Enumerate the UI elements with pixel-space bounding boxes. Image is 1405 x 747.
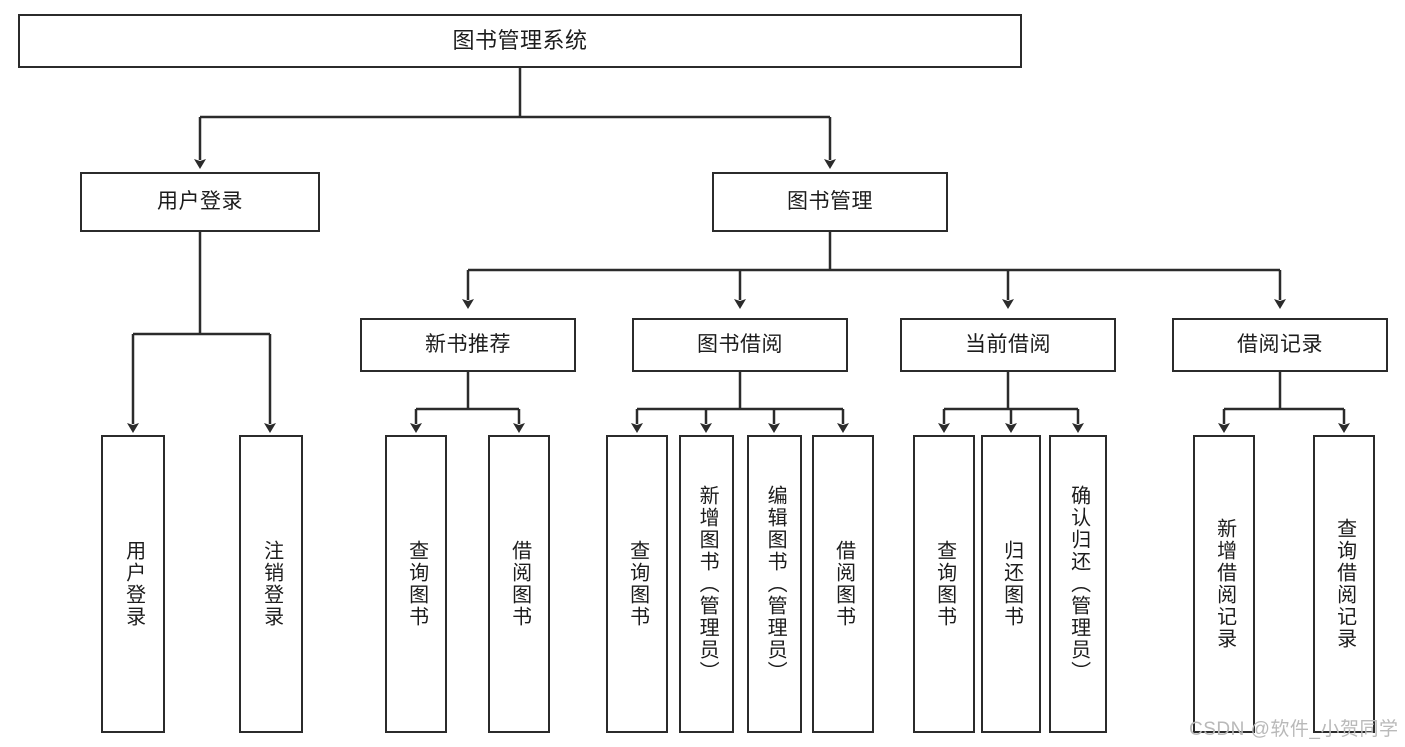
node-leaf-user-login[interactable]: 用户登录: [101, 435, 165, 733]
node-label: 图书管理: [787, 190, 873, 214]
node-current-borrow[interactable]: 当前借阅: [900, 318, 1116, 372]
node-label: 新增图书（管理员）: [696, 485, 719, 683]
node-label: 编辑图书（管理员）: [764, 485, 787, 683]
node-label: 图书管理系统: [452, 27, 588, 53]
node-leaf-query-book-current[interactable]: 查询图书: [913, 435, 975, 733]
node-leaf-query-book-recommend[interactable]: 查询图书: [385, 435, 447, 733]
node-leaf-logout[interactable]: 注销登录: [239, 435, 303, 733]
edge-group-root: [194, 68, 836, 169]
node-book-borrow[interactable]: 图书借阅: [632, 318, 848, 372]
node-leaf-return-book[interactable]: 归还图书: [981, 435, 1041, 733]
node-leaf-add-borrow-record[interactable]: 新增借阅记录: [1193, 435, 1255, 733]
node-leaf-edit-book-admin[interactable]: 编辑图书（管理员）: [747, 435, 802, 733]
edge-group-current-borrow: [938, 372, 1084, 433]
node-root-book-management-system[interactable]: 图书管理系统: [18, 14, 1022, 68]
node-label: 新书推荐: [425, 333, 511, 357]
node-label: 当前借阅: [965, 333, 1051, 357]
node-label: 归还图书: [1000, 540, 1023, 628]
node-label: 借阅图书: [508, 540, 531, 628]
node-label: 图书借阅: [697, 333, 783, 357]
node-label: 用户登录: [122, 540, 145, 628]
edge-group-borrow-record: [1218, 372, 1350, 433]
edge-group-book-manage: [462, 232, 1286, 309]
node-leaf-query-book-borrow[interactable]: 查询图书: [606, 435, 668, 733]
node-leaf-borrow-book[interactable]: 借阅图书: [812, 435, 874, 733]
edge-group-user-login: [127, 232, 276, 433]
node-borrow-record[interactable]: 借阅记录: [1172, 318, 1388, 372]
node-book-management[interactable]: 图书管理: [712, 172, 948, 232]
node-user-login[interactable]: 用户登录: [80, 172, 320, 232]
node-label: 用户登录: [157, 190, 243, 214]
node-label: 查询借阅记录: [1333, 518, 1356, 650]
node-leaf-borrow-book-recommend[interactable]: 借阅图书: [488, 435, 550, 733]
edge-group-book-borrow: [631, 372, 849, 433]
node-label: 确认归还（管理员）: [1067, 485, 1090, 683]
node-leaf-query-borrow-record[interactable]: 查询借阅记录: [1313, 435, 1375, 733]
node-leaf-add-book-admin[interactable]: 新增图书（管理员）: [679, 435, 734, 733]
edge-group-new-book: [410, 372, 525, 433]
node-label: 借阅记录: [1237, 333, 1323, 357]
node-label: 借阅图书: [832, 540, 855, 628]
node-leaf-confirm-return-admin[interactable]: 确认归还（管理员）: [1049, 435, 1107, 733]
node-label: 新增借阅记录: [1213, 518, 1236, 650]
node-label: 查询图书: [405, 540, 428, 628]
node-label: 查询图书: [933, 540, 956, 628]
node-label: 查询图书: [626, 540, 649, 628]
node-label: 注销登录: [260, 540, 283, 628]
node-new-book-recommend[interactable]: 新书推荐: [360, 318, 576, 372]
watermark-text: CSDN @软件_小贺同学: [1189, 719, 1399, 740]
